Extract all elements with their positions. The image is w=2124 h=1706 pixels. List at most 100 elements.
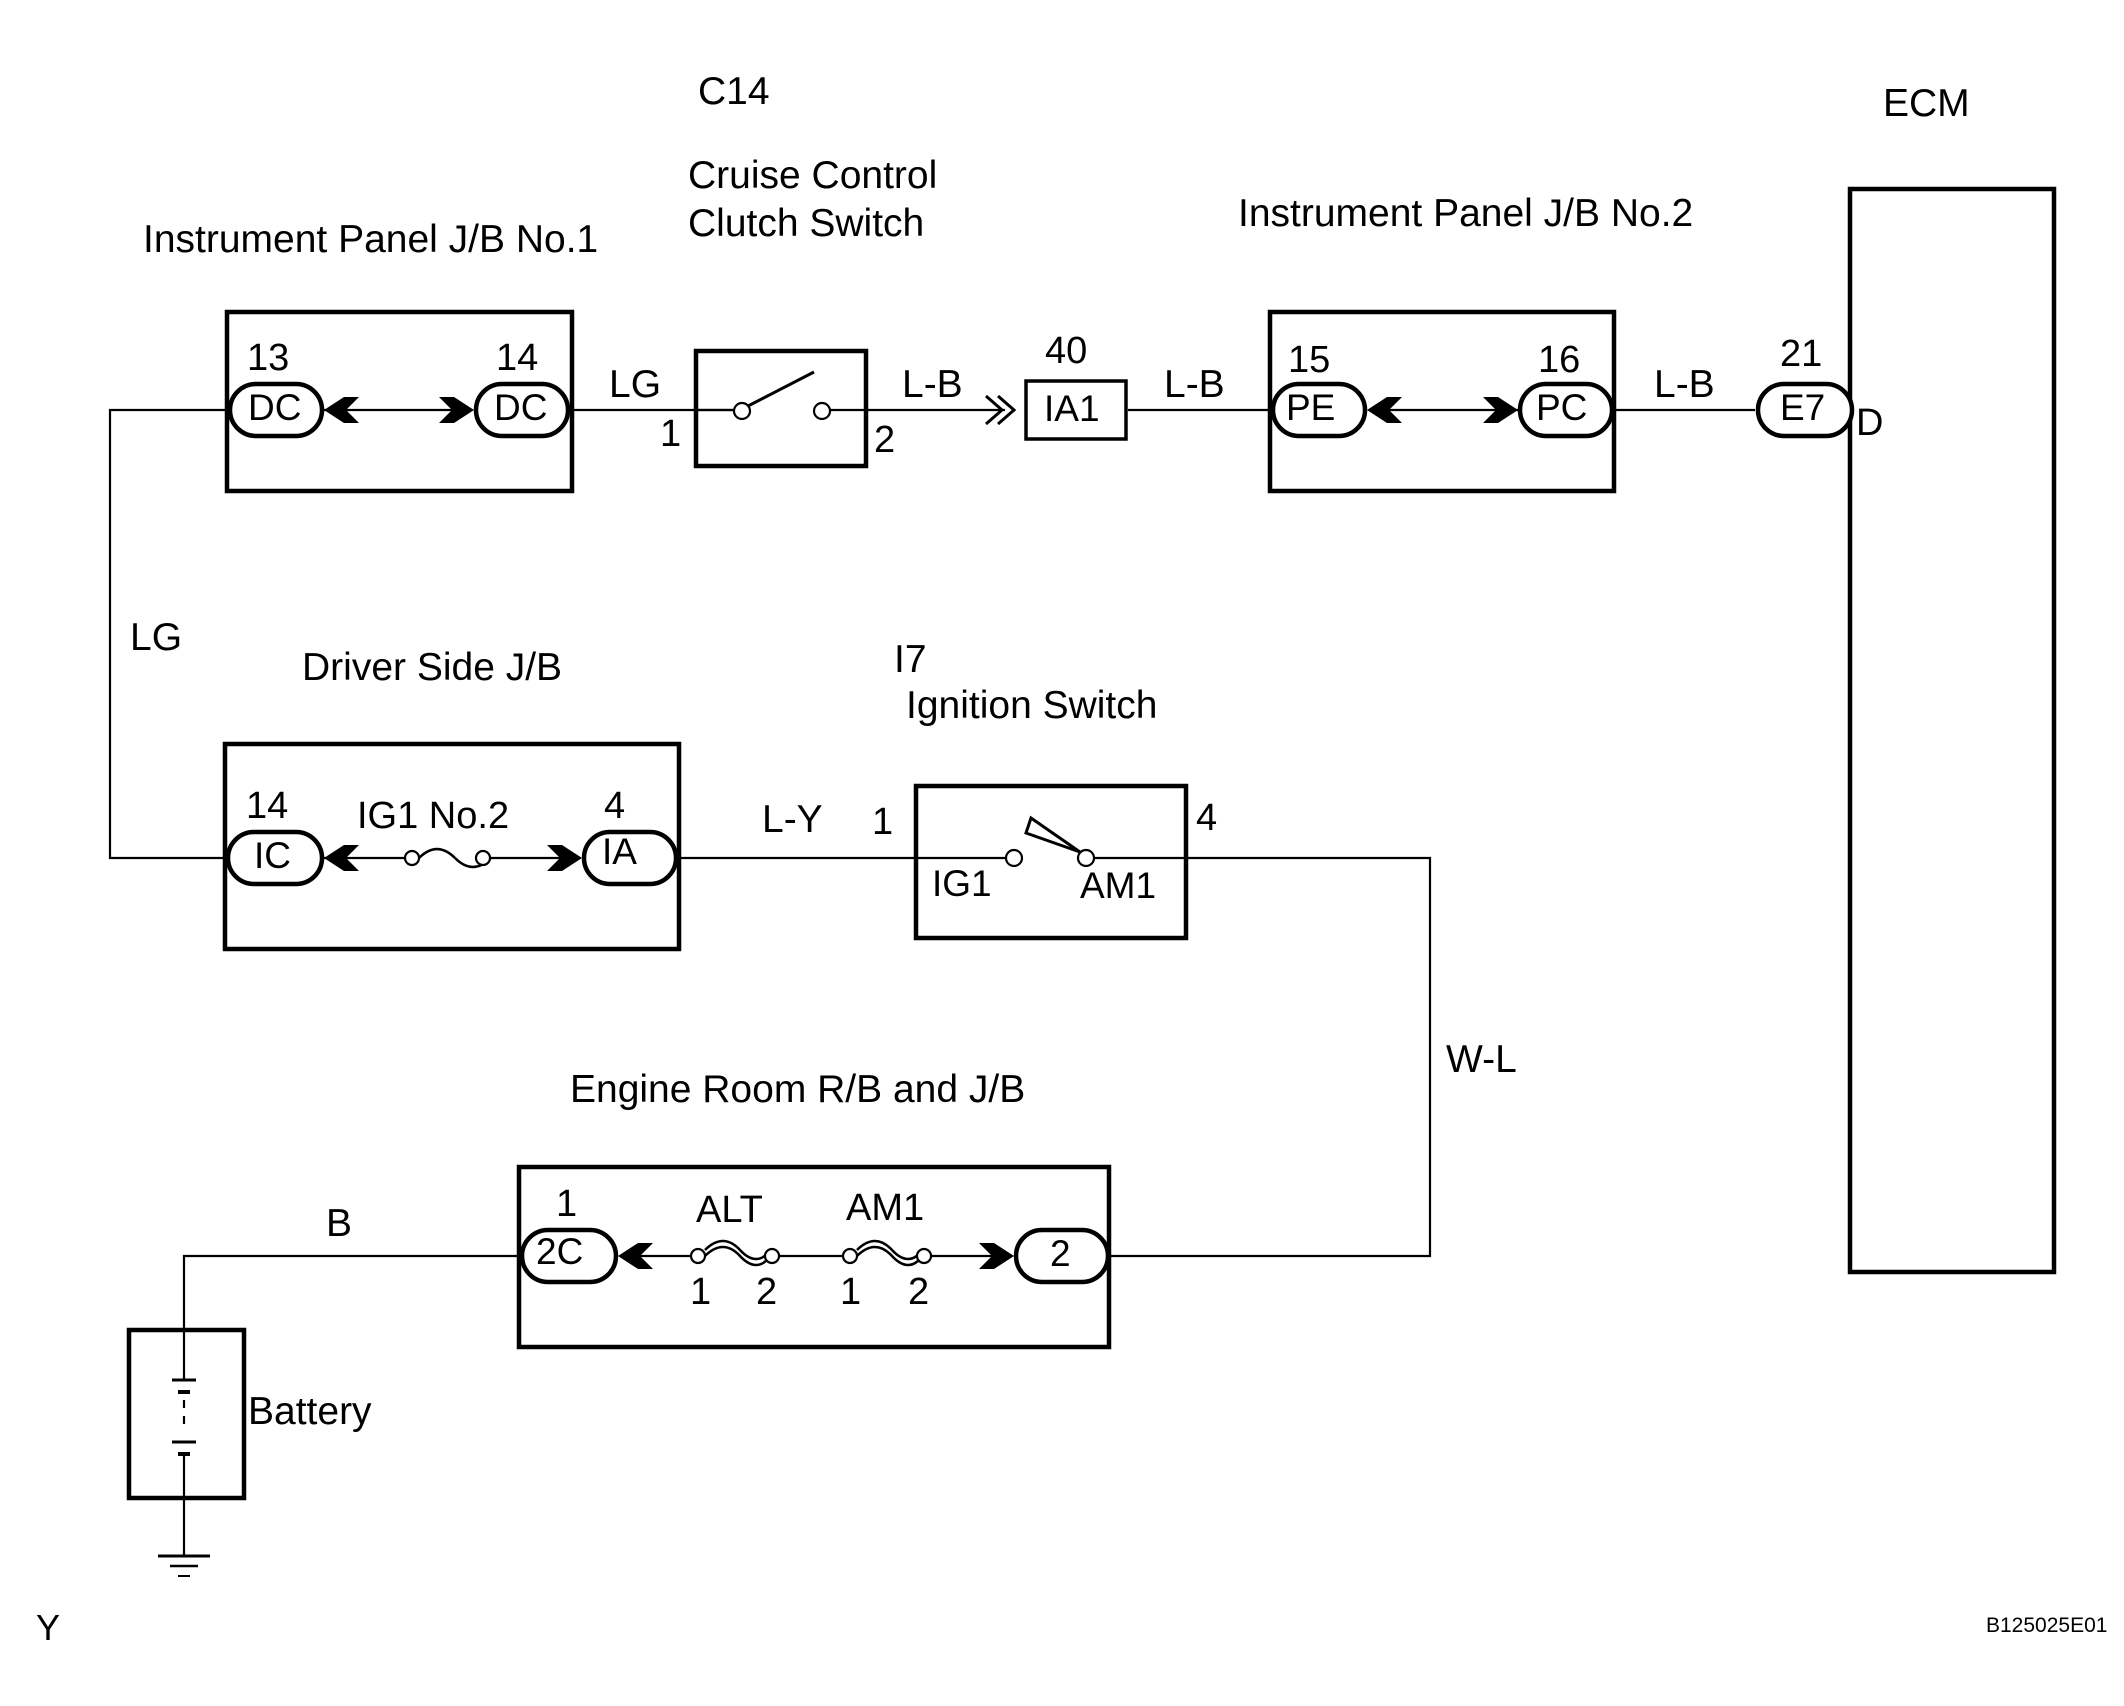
engine-room-connector-left-label: 2C	[536, 1231, 583, 1272]
jb1-pin-left: 13	[247, 337, 289, 379]
engine-room-fuse-am1-terminal-1	[841, 1247, 859, 1265]
ecm-title: ECM	[1883, 82, 1970, 125]
ignition-switch-title: Ignition Switch	[906, 684, 1157, 727]
wire-label-jb1-to-switch: LG	[609, 363, 661, 406]
jb1-connector-right	[473, 381, 571, 439]
clutch-switch: C14 Cruise Control Clutch Switch 1 2	[660, 70, 937, 469]
corner-letter: Y	[36, 1607, 60, 1648]
engine-room-arrow-left	[618, 1243, 653, 1269]
ignition-switch-contact-ig1	[1004, 848, 1024, 868]
ground-icon	[158, 1554, 210, 1577]
ignition-switch-term-ig1: IG1	[932, 863, 992, 904]
engine-room-fuse-am1-terminal-2	[915, 1247, 933, 1265]
engine-room-fuse-am1-pin-2: 2	[908, 1271, 929, 1313]
jb2: Instrument Panel J/B No.2 15 16 PE PC	[1238, 192, 1693, 494]
wire-lg-left-vertical	[108, 408, 228, 860]
battery-title: Battery	[248, 1390, 372, 1433]
ignition-switch-box	[913, 783, 1189, 941]
driver-jb-arrow-right	[547, 845, 582, 871]
jb2-title: Instrument Panel J/B No.2	[1238, 192, 1693, 235]
wire-wl-ignition-to-engine	[1088, 856, 1432, 1258]
engine-room-rb: Engine Room R/B and J/B 1 2C ALT 1 2 AM1…	[516, 1068, 1112, 1350]
ignition-switch-blade-icon	[1024, 815, 1081, 854]
fusible-link-icon-2	[856, 1239, 924, 1267]
driver-jb: Driver Side J/B 14 4 IG1 No.2 IC IA	[222, 646, 682, 952]
wires	[108, 408, 1755, 1556]
clutch-switch-code: C14	[698, 70, 770, 113]
wire-label-jb2-to-ecm: L-B	[1654, 363, 1715, 406]
engine-room-pin-left: 1	[556, 1183, 577, 1225]
ia1: 40 IA1	[985, 330, 1128, 441]
engine-room-fuse-alt-pin-2: 2	[756, 1271, 777, 1313]
ignition-switch-contact-am1	[1076, 848, 1096, 868]
clutch-switch-pin-in: 1	[660, 413, 681, 455]
ignition-switch-term-am1: AM1	[1080, 865, 1156, 906]
ignition-switch: I7 Ignition Switch 1 4 IG1 AM1	[872, 638, 1217, 941]
wire-label-battery-to-engine: B	[326, 1202, 352, 1245]
clutch-switch-box	[693, 348, 869, 469]
driver-jb-fuse-terminal-left	[403, 849, 421, 867]
driver-jb-box	[222, 741, 682, 952]
jb1: Instrument Panel J/B No.1 13 14 DC DC	[143, 218, 598, 494]
jb1-title: Instrument Panel J/B No.1	[143, 218, 598, 261]
ignition-switch-pin-in: 1	[872, 801, 893, 843]
jb1-box	[224, 309, 575, 494]
jb2-arrow-right	[1483, 397, 1518, 423]
wire-label-driver-to-ignition: L-Y	[762, 798, 823, 841]
clutch-switch-contact-right	[812, 401, 832, 421]
driver-jb-pin-right: 4	[604, 785, 625, 827]
driver-jb-pin-left: 14	[246, 785, 288, 827]
engine-room-fuse-alt-pin-1: 1	[690, 1271, 711, 1313]
ignition-switch-pin-out: 4	[1196, 797, 1217, 839]
fusible-link-icon	[704, 1239, 772, 1267]
wire-label-ia1-to-jb2: L-B	[1164, 363, 1225, 406]
jb2-pin-left: 15	[1288, 339, 1330, 381]
ecm-terminal: D	[1856, 402, 1883, 444]
battery: Battery	[126, 1327, 372, 1501]
jb1-pin-right: 14	[496, 337, 538, 379]
jb2-connector-left-label: PE	[1286, 387, 1335, 428]
driver-jb-title: Driver Side J/B	[302, 646, 562, 689]
ia1-chevron-2	[997, 394, 1017, 426]
engine-room-arrow-right	[979, 1243, 1014, 1269]
driver-jb-connector-right-label: IA	[602, 831, 637, 872]
engine-room-connector-right	[1013, 1227, 1111, 1285]
driver-jb-fuse-label: IG1 No.2	[357, 795, 509, 837]
engine-room-fuse-am1-label: AM1	[846, 1187, 924, 1229]
ia1-pin: 40	[1045, 330, 1087, 372]
driver-jb-arrow-left	[324, 845, 359, 871]
jb2-arrow-left	[1367, 397, 1402, 423]
driver-jb-connector-right	[581, 829, 679, 887]
ecm-box	[1847, 186, 2057, 1275]
jb1-arrow-right	[439, 397, 474, 423]
clutch-switch-pin-out: 2	[874, 419, 895, 461]
clutch-switch-title-line2: Clutch Switch	[688, 202, 924, 245]
ecm: ECM 21 E7 D	[1755, 82, 2057, 1275]
jb1-arrow-left	[324, 397, 359, 423]
jb2-connector-right	[1517, 381, 1615, 439]
driver-jb-connector-left	[225, 829, 325, 887]
engine-room-fuse-alt-label: ALT	[696, 1189, 763, 1231]
jb2-connector-left	[1270, 381, 1368, 439]
driver-jb-connector-left-label: IC	[254, 835, 291, 876]
wire-labels: LG L-B L-B L-B LG L-Y W-L B	[130, 363, 1715, 1245]
jb2-connector-right-label: PC	[1536, 387, 1587, 428]
wire-b-battery-to-engine	[182, 1254, 522, 1330]
wire-label-left-vertical: LG	[130, 616, 182, 659]
wire-label-switch-to-ia1: L-B	[902, 363, 963, 406]
engine-room-fuse-alt-terminal-2	[763, 1247, 781, 1265]
ignition-switch-code: I7	[894, 638, 927, 681]
clutch-switch-blade	[747, 370, 815, 408]
engine-room-fuse-am1-pin-1: 1	[840, 1271, 861, 1313]
ia1-label: IA1	[1044, 388, 1100, 429]
ia1-chevron-1	[985, 394, 1005, 426]
jb2-pin-right: 16	[1538, 339, 1580, 381]
figure-code: B125025E01	[1986, 1614, 2107, 1637]
jb1-connector-left-label: DC	[248, 387, 301, 428]
jb1-connector-left	[227, 381, 325, 439]
engine-room-title: Engine Room R/B and J/B	[570, 1068, 1025, 1111]
driver-jb-fuse-terminal-right	[474, 849, 492, 867]
clutch-switch-title-line1: Cruise Control	[688, 154, 937, 197]
engine-room-connector-right-label: 2	[1050, 1233, 1071, 1274]
